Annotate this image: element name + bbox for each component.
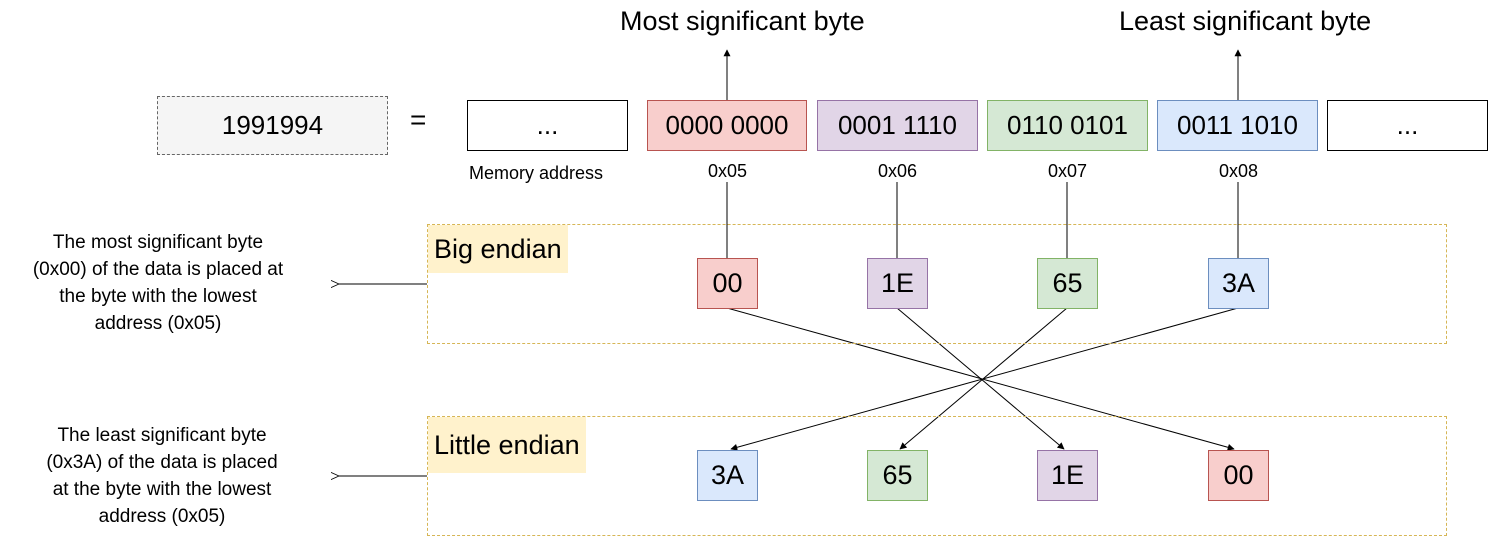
- memory-cell-0x06: 0001 1110: [817, 100, 978, 151]
- address-label-0x05: 0x05: [707, 161, 749, 182]
- little-endian-description-line-3: at the byte with the lowest: [52, 479, 272, 500]
- little-endian-byte-3: 00: [1208, 450, 1269, 501]
- little-endian-byte-0: 3A: [697, 450, 758, 501]
- little-endian-byte-2: 1E: [1037, 450, 1098, 501]
- big-endian-byte-0: 00: [697, 258, 758, 309]
- big-endian-description: The most significant byte (0x00) of the …: [0, 229, 316, 337]
- memory-cell-0x07: 0110 0101: [987, 100, 1148, 151]
- memory-cell-0x08: 0011 1010: [1157, 100, 1318, 151]
- memory-address-label: Memory address: [469, 163, 604, 183]
- memory-cell-ellipsis-left: ...: [467, 100, 628, 151]
- big-endian-description-line-3: the byte with the lowest: [59, 286, 257, 307]
- memory-cell-0x05: 0000 0000: [647, 100, 807, 151]
- decimal-value-box: 1991994: [157, 96, 388, 155]
- least-significant-heading: Least significant byte: [1119, 6, 1372, 36]
- address-label-0x07: 0x07: [1047, 161, 1089, 182]
- big-endian-description-line-2: (0x00) of the data is placed at: [32, 259, 284, 280]
- address-label-0x08: 0x08: [1218, 161, 1260, 182]
- equals-sign: =: [410, 104, 427, 135]
- big-endian-title: Big endian: [428, 225, 568, 273]
- big-endian-description-line-4: address (0x05): [94, 313, 222, 334]
- address-label-0x06: 0x06: [877, 161, 919, 182]
- big-endian-byte-1: 1E: [867, 258, 928, 309]
- little-endian-description: The least significant byte (0x3A) of the…: [8, 422, 316, 530]
- little-endian-description-line-1: The least significant byte: [57, 425, 267, 446]
- big-endian-region: [427, 224, 1447, 344]
- big-endian-byte-2: 65: [1037, 258, 1098, 309]
- little-endian-title: Little endian: [428, 417, 586, 473]
- little-endian-description-line-4: address (0x05): [98, 506, 226, 527]
- map-1E: [896, 307, 1065, 450]
- memory-cell-ellipsis-right: ...: [1327, 100, 1488, 151]
- little-endian-byte-1: 65: [867, 450, 928, 501]
- little-endian-description-line-2: (0x3A) of the data is placed: [46, 452, 278, 473]
- most-significant-heading: Most significant byte: [620, 6, 865, 36]
- big-endian-byte-3: 3A: [1208, 258, 1269, 309]
- big-endian-description-line-1: The most significant byte: [52, 232, 264, 253]
- map-3A: [730, 307, 1239, 451]
